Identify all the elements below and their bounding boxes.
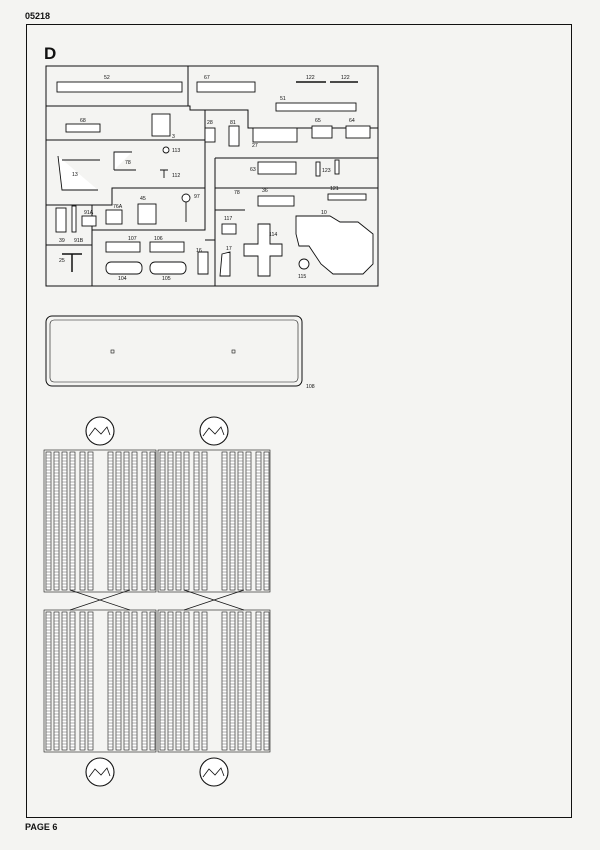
svg-text:91B: 91B	[74, 238, 84, 244]
svg-text:107: 107	[128, 236, 137, 242]
svg-text:105: 105	[162, 276, 171, 282]
sprue-letter: D	[44, 44, 57, 63]
svg-text:114: 114	[269, 232, 277, 238]
svg-text:91A: 91A	[84, 210, 94, 216]
svg-text:52: 52	[104, 75, 110, 81]
svg-text:10: 10	[321, 210, 327, 216]
svg-text:122: 122	[341, 75, 350, 81]
svg-text:63: 63	[250, 167, 256, 173]
svg-text:97: 97	[194, 194, 200, 200]
svg-text:64: 64	[349, 118, 355, 124]
svg-text:39: 39	[59, 238, 65, 244]
svg-text:76A: 76A	[113, 204, 123, 210]
svg-text:27: 27	[252, 143, 258, 149]
svg-text:104: 104	[118, 276, 127, 282]
svg-text:78: 78	[125, 160, 131, 166]
svg-text:25: 25	[59, 258, 65, 264]
svg-text:112: 112	[172, 173, 180, 179]
svg-text:13: 13	[72, 172, 78, 178]
svg-text:123: 123	[322, 168, 331, 174]
svg-text:121: 121	[330, 186, 339, 192]
svg-text:113: 113	[172, 148, 180, 154]
kit-code: 05218	[25, 11, 51, 21]
svg-text:65: 65	[315, 118, 321, 124]
svg-text:117: 117	[224, 216, 232, 222]
svg-text:81: 81	[230, 120, 236, 126]
svg-text:36: 36	[262, 188, 268, 194]
svg-text:68: 68	[80, 118, 86, 124]
plate-label: 108	[306, 384, 315, 390]
svg-text:17: 17	[226, 246, 232, 252]
svg-text:78: 78	[234, 190, 240, 196]
fret-markers	[85, 416, 229, 787]
svg-text:122: 122	[306, 75, 315, 81]
svg-text:67: 67	[204, 75, 210, 81]
svg-text:45: 45	[140, 196, 146, 202]
part-labels: 52 67 122 122 51 68 3 28 81 27 65 64 78 113 13 1…	[59, 75, 355, 282]
parts-group	[55, 81, 374, 277]
svg-text:16: 16	[196, 248, 202, 254]
svg-text:3: 3	[172, 134, 175, 140]
svg-text:106: 106	[154, 236, 163, 242]
page-number: PAGE 6	[25, 822, 58, 832]
page-frame	[26, 24, 572, 818]
ladder-frets	[43, 449, 271, 753]
svg-text:51: 51	[280, 96, 286, 102]
svg-text:115: 115	[298, 274, 306, 280]
svg-text:28: 28	[207, 120, 213, 126]
